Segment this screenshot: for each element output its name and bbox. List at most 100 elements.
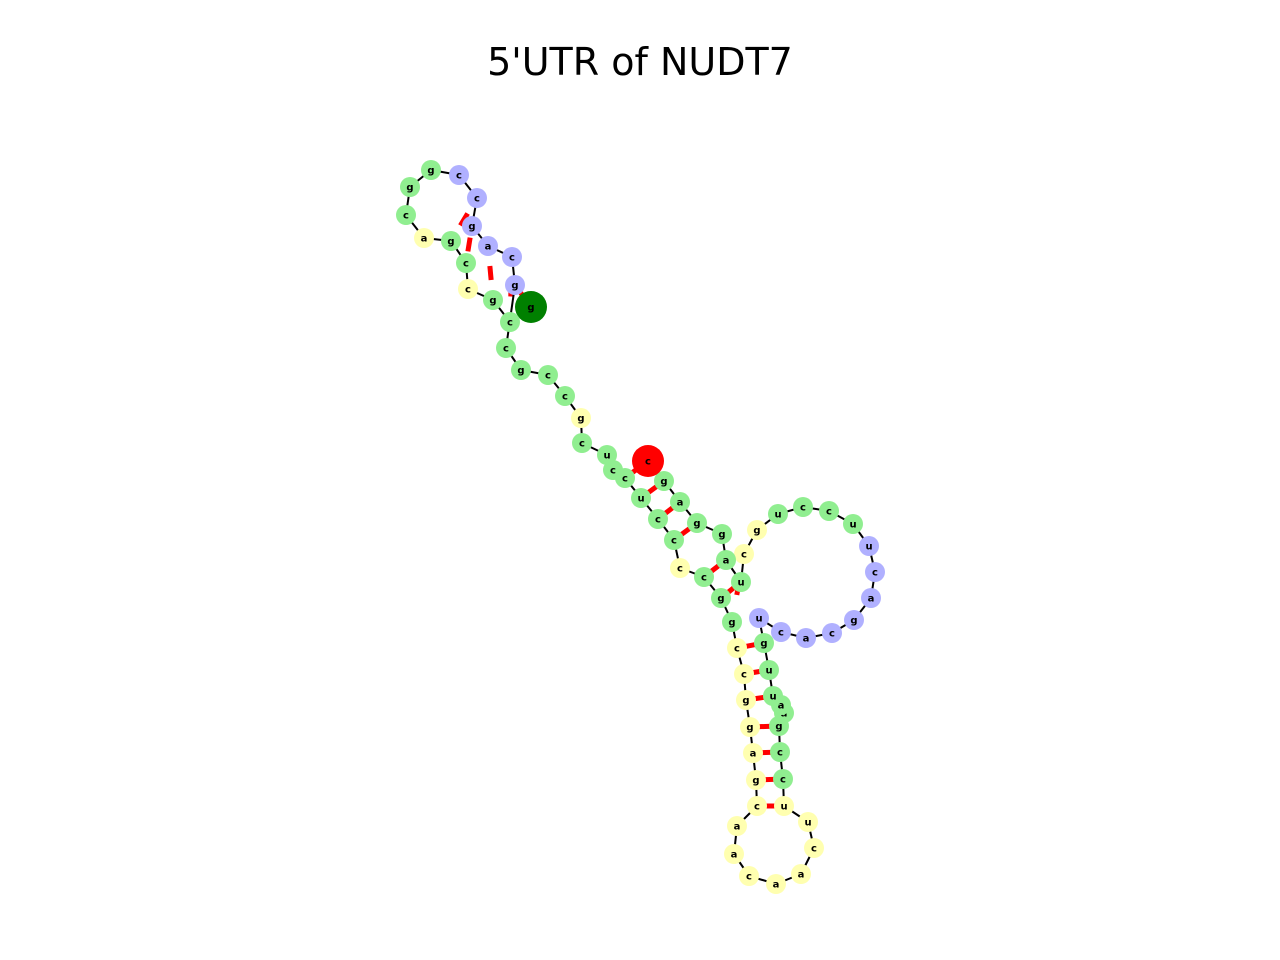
nucleotide-marker bbox=[421, 160, 441, 180]
nucleotide-label: c bbox=[778, 628, 784, 639]
nucleotide-label: u bbox=[804, 818, 811, 829]
nucleotide: a bbox=[670, 492, 690, 512]
nucleotide: u bbox=[768, 504, 788, 524]
nucleotide-label: c bbox=[545, 371, 551, 382]
nucleotide-marker bbox=[796, 628, 816, 648]
nucleotide-marker bbox=[571, 408, 591, 428]
nucleotide-label: g bbox=[742, 696, 749, 707]
nucleotide-marker bbox=[632, 445, 664, 477]
nucleotide: a bbox=[861, 588, 881, 608]
nucleotide-marker bbox=[740, 717, 760, 737]
nucleotide: c bbox=[538, 365, 558, 385]
nucleotide-label: u bbox=[849, 520, 856, 531]
nucleotide: c bbox=[793, 497, 813, 517]
nucleotide-label: u bbox=[774, 510, 781, 521]
nucleotide-marker bbox=[572, 433, 592, 453]
nucleotide-label: u bbox=[737, 578, 744, 589]
nucleotide: c bbox=[458, 279, 478, 299]
nucleotide-label: c bbox=[811, 844, 817, 855]
nucleotide-marker bbox=[483, 290, 503, 310]
nucleotide-marker bbox=[727, 638, 747, 658]
nucleotide-marker bbox=[670, 492, 690, 512]
nucleotide: g bbox=[746, 770, 766, 790]
nucleotide-label: u bbox=[769, 692, 776, 703]
nucleotide-marker bbox=[555, 386, 575, 406]
nucleotide-label: g bbox=[468, 222, 475, 233]
nucleotide-marker bbox=[798, 812, 818, 832]
nucleotide-marker bbox=[739, 866, 759, 886]
nucleotide: c bbox=[734, 664, 754, 684]
base-pair-layer bbox=[458, 212, 778, 809]
nucleotide-label: c bbox=[463, 259, 469, 270]
nucleotide-label: c bbox=[562, 392, 568, 403]
nucleotide-label: g bbox=[511, 281, 518, 292]
nucleotide-label: g bbox=[717, 594, 724, 605]
nucleotide-marker bbox=[597, 445, 617, 465]
nucleotide: c bbox=[747, 796, 767, 816]
nucleotide-marker bbox=[414, 228, 434, 248]
nucleotide: u bbox=[798, 812, 818, 832]
nucleotide: a bbox=[414, 228, 434, 248]
nucleotide-marker bbox=[654, 471, 674, 491]
nucleotide: c bbox=[804, 838, 824, 858]
nucleotide: g bbox=[844, 610, 864, 630]
nucleotide-marker bbox=[754, 633, 774, 653]
nucleotide-label: a bbox=[778, 701, 785, 712]
nucleotide-label: c bbox=[746, 872, 752, 883]
nucleotide: c bbox=[449, 165, 469, 185]
nucleotide-label: c bbox=[734, 644, 740, 655]
nucleotide: c bbox=[819, 501, 839, 521]
nucleotide-marker bbox=[819, 501, 839, 521]
nucleotide-label: a bbox=[734, 822, 741, 833]
nucleotide-label: g bbox=[752, 776, 759, 787]
nucleotide-label: c bbox=[474, 194, 480, 205]
nucleotide: g bbox=[747, 520, 767, 540]
nucleotide: g bbox=[571, 408, 591, 428]
nucleotide-label: c bbox=[403, 211, 409, 222]
nucleotide-label: g bbox=[728, 618, 735, 629]
nucleotide: c bbox=[771, 622, 791, 642]
nucleotide-marker bbox=[478, 236, 498, 256]
nucleotide-label: a bbox=[731, 850, 738, 861]
nucleotide-label: g bbox=[406, 183, 413, 194]
nucleotide-label: c bbox=[826, 507, 832, 518]
nucleotide-marker bbox=[449, 165, 469, 185]
nucleotide-label: c bbox=[622, 474, 628, 485]
nucleotide-marker bbox=[763, 686, 783, 706]
nucleotide: u bbox=[597, 445, 617, 465]
nucleotide-label: g bbox=[693, 519, 700, 530]
nucleotide-marker bbox=[736, 690, 756, 710]
nucleotide: a bbox=[796, 628, 816, 648]
nucleotide: c bbox=[734, 544, 754, 564]
nucleotide-label: u bbox=[865, 542, 872, 553]
nucleotide-label: u bbox=[755, 614, 762, 625]
nucleotide: c bbox=[739, 866, 759, 886]
nucleotide-label: c bbox=[800, 503, 806, 514]
nucleotide: u bbox=[774, 796, 794, 816]
nucleotide-label: c bbox=[780, 775, 786, 786]
nucleotide-label: c bbox=[509, 253, 515, 264]
nucleotide-marker bbox=[694, 567, 714, 587]
nucleotide-marker bbox=[462, 216, 482, 236]
nucleotide-label: u bbox=[780, 802, 787, 813]
nucleotide-marker bbox=[731, 572, 751, 592]
nucleotide-label: a bbox=[677, 498, 684, 509]
nucleotide-marker bbox=[844, 610, 864, 630]
nucleotide-marker bbox=[759, 660, 779, 680]
nucleotide: g bbox=[722, 612, 742, 632]
nucleotide-label: u bbox=[603, 451, 610, 462]
nucleotide-marker bbox=[670, 558, 690, 578]
nucleotide: c bbox=[770, 742, 790, 762]
nucleotide: a bbox=[478, 236, 498, 256]
nucleotide-marker bbox=[793, 497, 813, 517]
nucleotide: g bbox=[740, 717, 760, 737]
base-pair-bond bbox=[465, 237, 473, 252]
nucleotide-marker bbox=[648, 509, 668, 529]
nucleotide: g bbox=[462, 216, 482, 236]
nucleotide-label: g bbox=[517, 366, 524, 377]
nucleotide-label: a bbox=[773, 880, 780, 891]
nucleotide-marker bbox=[664, 530, 684, 550]
nucleotide-label: u bbox=[637, 494, 644, 505]
